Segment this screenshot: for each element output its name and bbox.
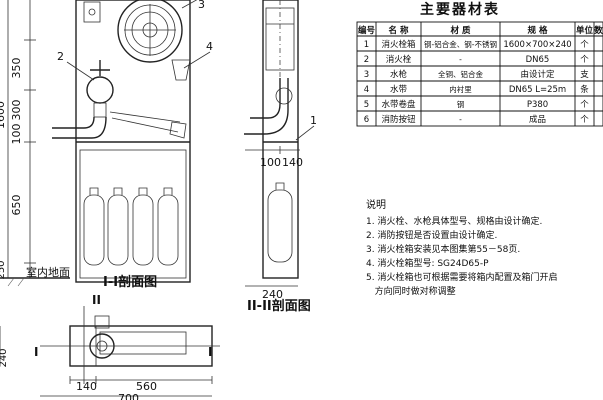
table-cell: 钢-铝合金、钢-不锈钢 — [424, 39, 497, 49]
table-cell: 1600×700×240 — [503, 40, 571, 50]
table-cell: P380 — [527, 100, 548, 110]
dim-300: 300 — [10, 100, 23, 121]
note-5-cont: 方向同时做对称调整 — [366, 285, 456, 297]
table-cell: 水带卷盘 — [381, 99, 416, 110]
plan-view: 240 II I I 140 560 700 — [0, 293, 220, 400]
table-cell: 6 — [364, 115, 369, 125]
notes-heading: 说明 — [366, 198, 386, 211]
notes: 说明 1. 消火栓、水枪具体型号、规格由设计确定. 2. 消防按钮是否设置由设计… — [366, 198, 557, 297]
dim-side-140: 140 — [282, 156, 303, 169]
table-cell: 全铜、铝合金 — [438, 69, 483, 79]
cut-mark-1-left: I — [34, 345, 38, 359]
table-header-cell: 材 质 — [450, 25, 471, 36]
material-table: 主要器材表 编号 名 称 材 质 规 格 单位数 1 消火栓箱钢-铝合金、钢-不锈钢 1600… — [356, 1, 603, 127]
section-1-elevation: 350 300 100 650 250 1600 室内地面 2 3 4 I-I剖… — [0, 0, 213, 290]
dim-side-100: 100 — [260, 156, 281, 169]
table-header-cell: 名 称 — [389, 25, 409, 36]
plan-dim-140: 140 — [76, 380, 97, 393]
section-1-title: I-I剖面图 — [103, 274, 157, 290]
callout-3: 3 — [198, 0, 205, 11]
note-4: 4. 消火栓箱型号: SG24D65-P — [366, 257, 489, 269]
table-header-cell: 规 格 — [528, 25, 548, 36]
table-cell: 成品 — [529, 114, 546, 125]
table-cells: 编号 名 称 材 质 规 格 单位数 1 消火栓箱钢-铝合金、钢-不锈钢 1600×700×2… — [358, 25, 603, 125]
table-header-cell: 数 — [594, 25, 603, 36]
dim-650: 650 — [10, 195, 23, 216]
note-2: 2. 消防按钮是否设置由设计确定. — [366, 229, 497, 241]
table-cell: 水枪 — [390, 69, 408, 80]
dim-350: 350 — [10, 58, 23, 79]
cut-mark-2: II — [92, 293, 101, 307]
extinguishers — [83, 187, 179, 266]
table-cell: DN65 — [526, 55, 550, 65]
table-cell: 条 — [580, 84, 589, 95]
section-2-title: II-II剖面图 — [247, 298, 311, 314]
table-header-cell: 单位 — [576, 25, 594, 36]
cut-mark-1-right: I — [208, 345, 212, 359]
table-cell: 水带 — [390, 84, 408, 95]
table-cell: DN65 L=25m — [509, 85, 566, 95]
note-1: 1. 消火栓、水枪具体型号、规格由设计确定. — [366, 215, 542, 227]
table-cell: 个 — [580, 100, 589, 110]
plan-dim-700: 700 — [118, 392, 139, 400]
table-title: 主要器材表 — [420, 1, 500, 18]
table-cell: 4 — [364, 85, 369, 95]
note-3: 3. 消火栓箱安装见本图集第55－58页. — [366, 243, 520, 255]
floor-label: 室内地面 — [26, 265, 70, 279]
table-cell: 3 — [364, 70, 369, 80]
plan-dim-560: 560 — [136, 380, 157, 393]
table-cell: 消火栓 — [386, 54, 412, 65]
dim-100: 100 — [10, 124, 23, 145]
table-header-cell: 编号 — [358, 25, 376, 36]
hydrant-valve — [52, 60, 114, 139]
table-cell: 消火栓箱 — [381, 39, 416, 50]
table-cell: 个 — [580, 55, 589, 65]
section-2-side: 100 140 240 1 II-II剖面图 — [244, 0, 317, 314]
dim-side-240: 240 — [262, 288, 283, 301]
callout-1: 1 — [310, 114, 317, 127]
plan-dim-240: 240 — [0, 348, 9, 367]
table-cell: 2 — [364, 55, 369, 65]
table-cell: 5 — [364, 100, 369, 110]
dim-250: 250 — [0, 260, 7, 279]
table-cell: 个 — [580, 115, 589, 125]
table-cell: 钢 — [457, 99, 465, 109]
table-cell: 由设计定 — [520, 69, 555, 80]
table-cell: 支 — [580, 69, 589, 80]
table-cell: 内衬里 — [449, 84, 472, 94]
table-cell: - — [459, 55, 462, 64]
note-5: 5. 消火栓箱也可根据需要将箱内配置及箱门开启 — [366, 271, 557, 283]
dim-1600: 1600 — [0, 101, 7, 129]
table-cell: 1 — [364, 40, 369, 50]
hose-reel — [117, 0, 183, 63]
callout-2: 2 — [57, 50, 64, 63]
table-cell: 个 — [580, 40, 589, 50]
table-cell: - — [459, 115, 462, 124]
table-cell: 消防按钮 — [381, 114, 416, 125]
callout-4: 4 — [206, 40, 213, 53]
